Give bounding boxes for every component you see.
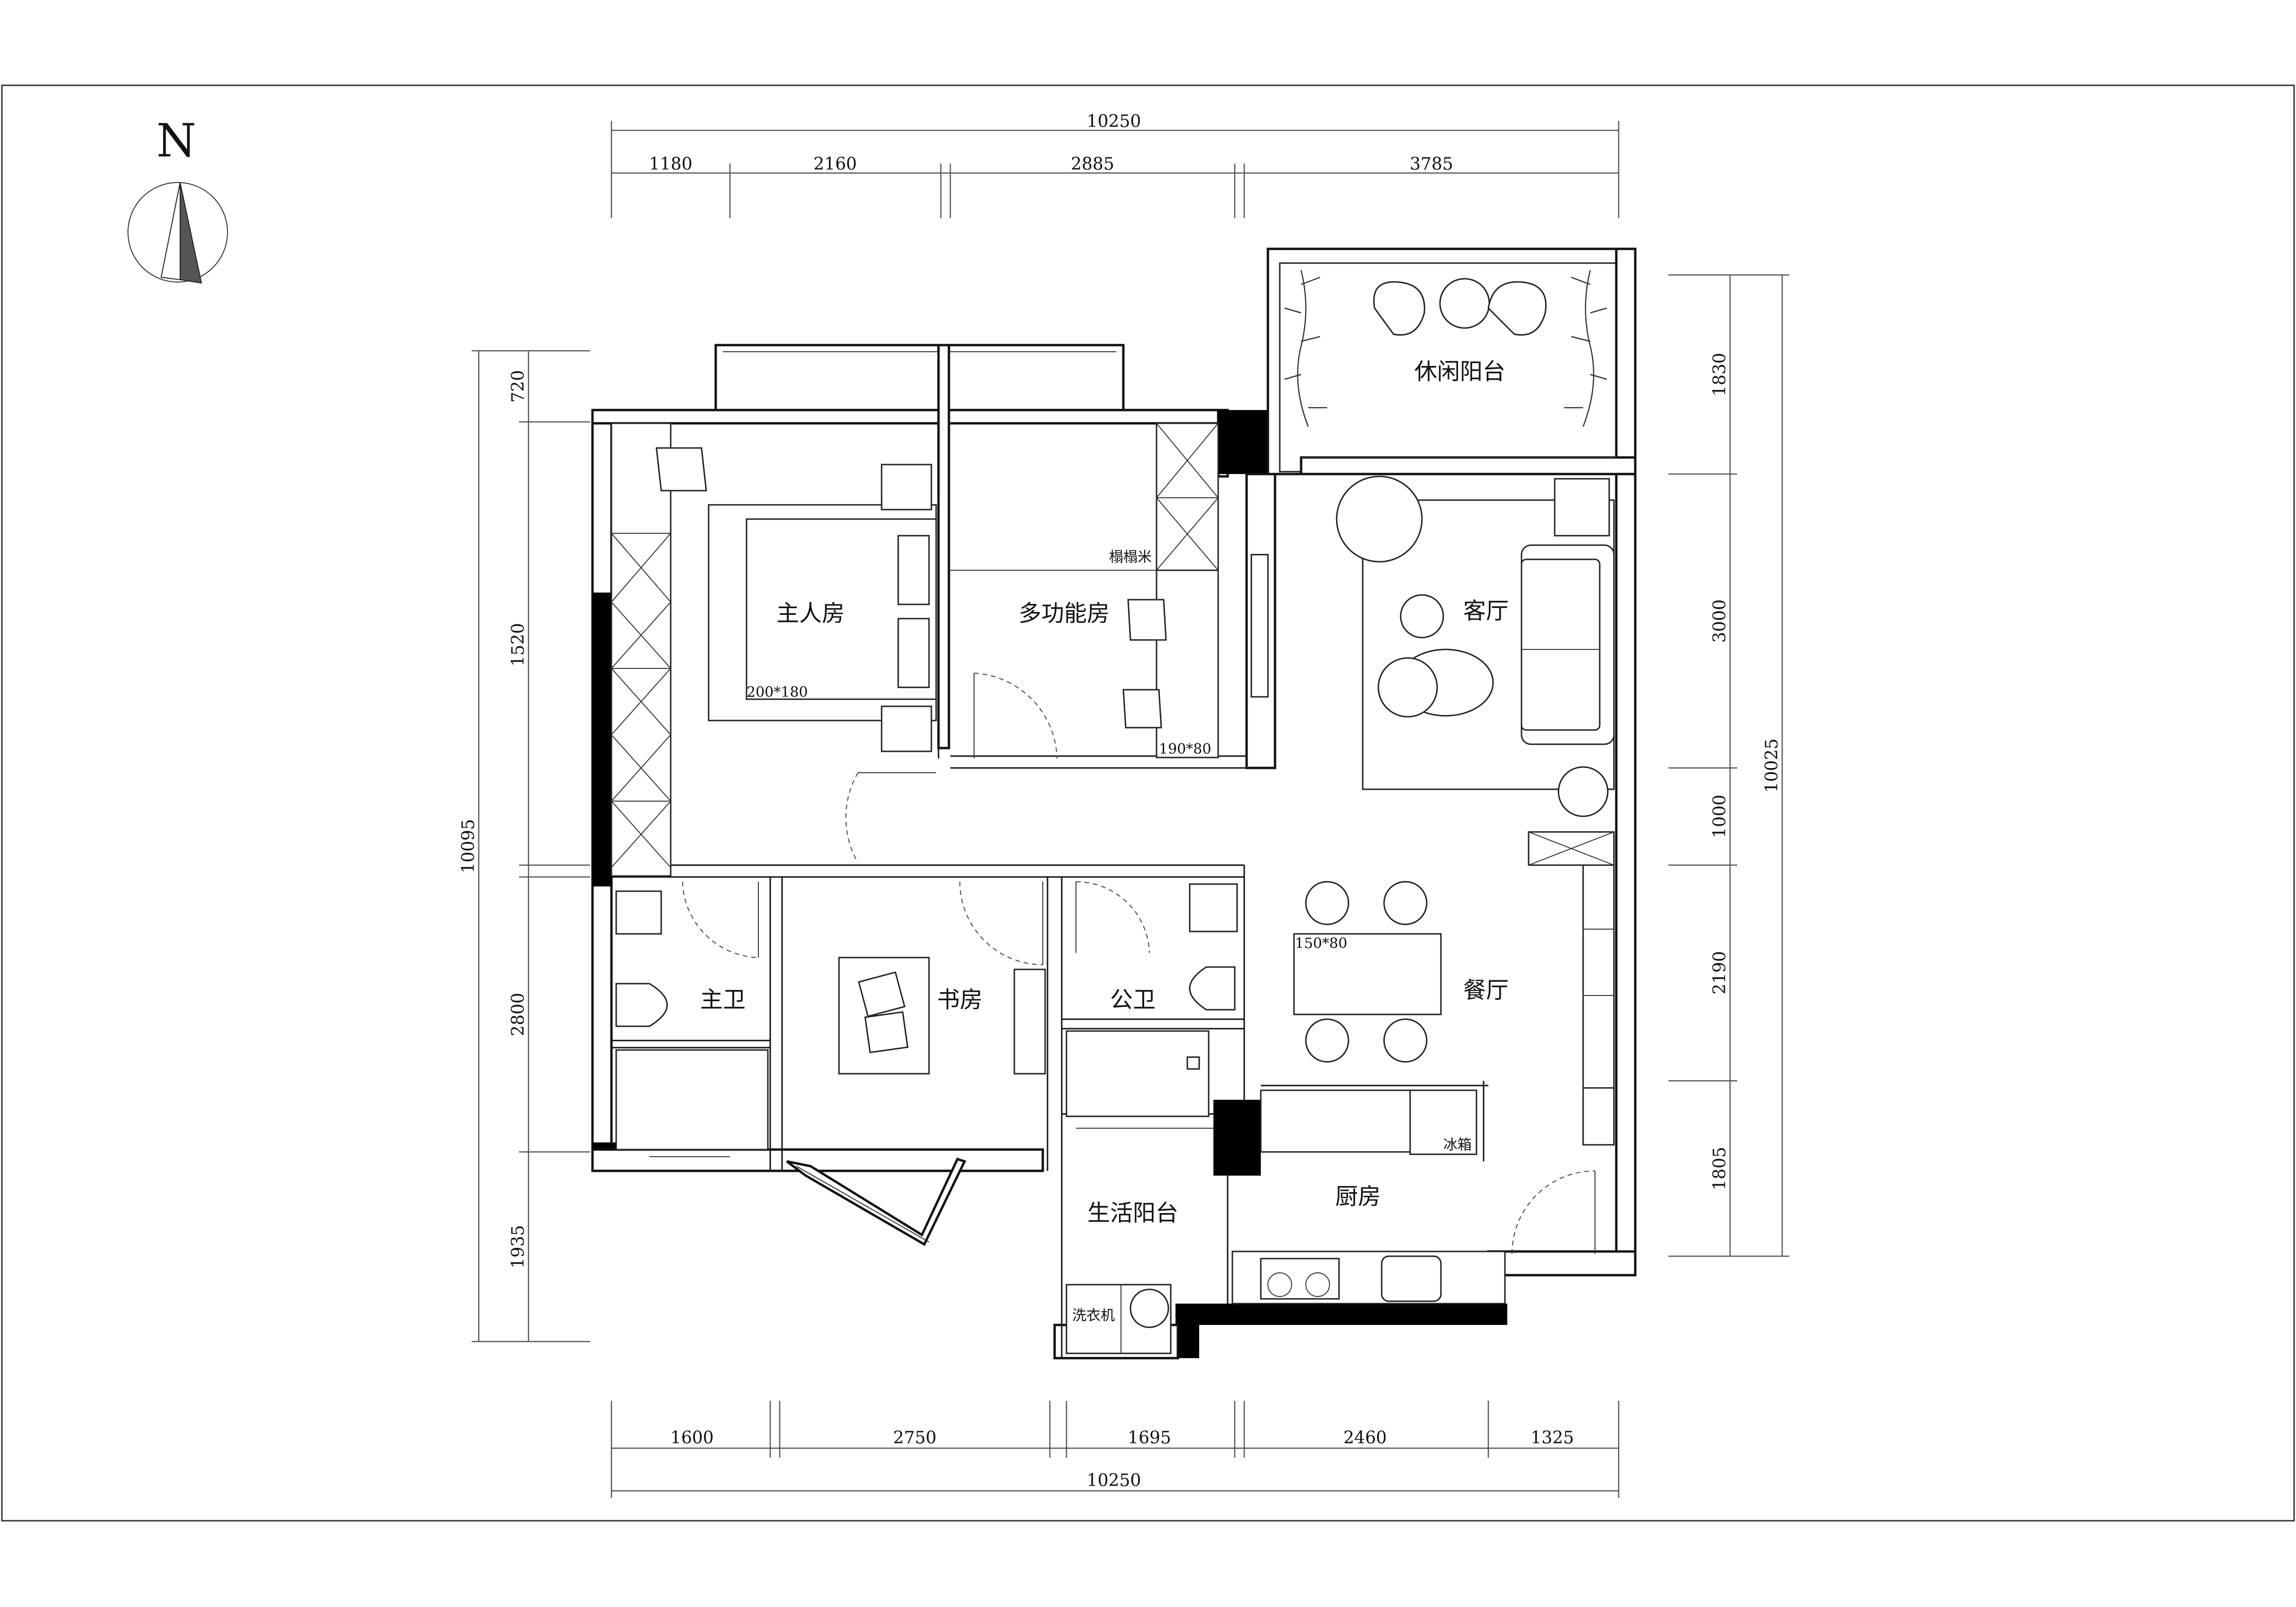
dim-bottom-4: 2460 — [1343, 1428, 1387, 1448]
dim-right-3: 1000 — [1710, 794, 1730, 838]
room-labels: 主人房 多功能房 榻榻米 客厅 休闲阳台 主卫 书房 公卫 餐厅 生活阳台 厨房 — [700, 358, 1509, 1226]
dim-left-1: 720 — [509, 370, 528, 403]
dim-top-1: 1180 — [649, 155, 692, 174]
dining-table-size: 150*80 — [1295, 935, 1347, 952]
drawing-frame — [1, 84, 2295, 1522]
dining-room-furniture: 150*80 — [1293, 831, 1615, 1146]
dim-left-total: 10095 — [459, 819, 478, 874]
room-label-utility-balcony: 生活阳台 — [1087, 1200, 1178, 1226]
dim-bottom-5: 1325 — [1531, 1428, 1574, 1448]
bathroom-fixtures — [615, 883, 1238, 1150]
stove — [1260, 1258, 1340, 1300]
dim-top-3: 2885 — [1071, 155, 1114, 174]
living-room-furniture — [1336, 475, 1615, 817]
room-label-study: 书房 — [937, 986, 983, 1013]
dim-bottom-3: 1695 — [1128, 1428, 1171, 1448]
dim-left-2: 1520 — [509, 623, 528, 667]
north-arrow-icon: N — [128, 114, 228, 284]
room-label-public-bath: 公卫 — [1110, 986, 1156, 1013]
dim-right-4: 2190 — [1710, 951, 1730, 995]
master-bedroom-furniture: 200*180 — [610, 422, 937, 877]
doors — [649, 673, 1595, 1254]
dimension-top: 10250 1180 2160 2885 3785 — [610, 112, 1620, 218]
dim-top-2: 2160 — [813, 155, 857, 174]
dim-left-3: 2800 — [509, 993, 528, 1036]
dim-right-1: 1830 — [1710, 353, 1730, 396]
room-label-kitchen: 厨房 — [1335, 1183, 1381, 1210]
washing-machine-label: 洗衣机 — [1072, 1307, 1115, 1324]
dim-right-2: 3000 — [1710, 599, 1730, 643]
fridge — [1409, 1089, 1477, 1155]
sink — [1381, 1255, 1442, 1302]
kitchen-fixtures: 冰箱 — [1231, 1089, 1506, 1305]
fridge-label: 冰箱 — [1443, 1137, 1472, 1153]
dim-bottom-1: 1600 — [670, 1428, 714, 1448]
utility-balcony-fixtures: 洗衣机 — [1066, 1284, 1172, 1354]
room-label-living-room: 客厅 — [1463, 598, 1509, 624]
multi-bed-size: 190*80 — [1159, 741, 1211, 758]
master-bed-size: 200*180 — [747, 684, 808, 701]
dim-bottom-total: 10250 — [1087, 1471, 1141, 1490]
dim-left-4: 1935 — [509, 1225, 528, 1269]
room-label-leisure-balcony: 休闲阳台 — [1414, 358, 1505, 385]
compass-label: N — [156, 114, 196, 167]
dim-bottom-2: 2750 — [893, 1428, 937, 1448]
dim-right-total: 10025 — [1762, 739, 1782, 793]
dimension-bottom: 1600 2750 1695 2460 1325 10250 — [610, 1401, 1620, 1498]
exterior-walls — [591, 247, 1637, 1360]
dimension-right: 1830 3000 1000 2190 1805 10025 — [1668, 274, 1789, 1257]
room-label-dining-room: 餐厅 — [1463, 977, 1509, 1004]
leisure-balcony-furniture — [1284, 270, 1616, 458]
room-label-master-bath: 主卫 — [700, 986, 746, 1013]
dim-top-total: 10250 — [1087, 112, 1141, 131]
dimension-left: 10095 720 1520 2800 1935 — [459, 350, 590, 1342]
dim-right-5: 1805 — [1710, 1147, 1730, 1190]
room-label-tatami: 榻榻米 — [1109, 549, 1152, 566]
study-furniture — [838, 957, 1046, 1075]
room-label-master-bedroom: 主人房 — [776, 600, 845, 627]
dim-top-4: 3785 — [1410, 155, 1453, 174]
dining-table — [1293, 933, 1442, 1015]
multi-room-furniture: 190*80 — [950, 422, 1269, 758]
room-label-multi-room: 多功能房 — [1019, 600, 1110, 627]
